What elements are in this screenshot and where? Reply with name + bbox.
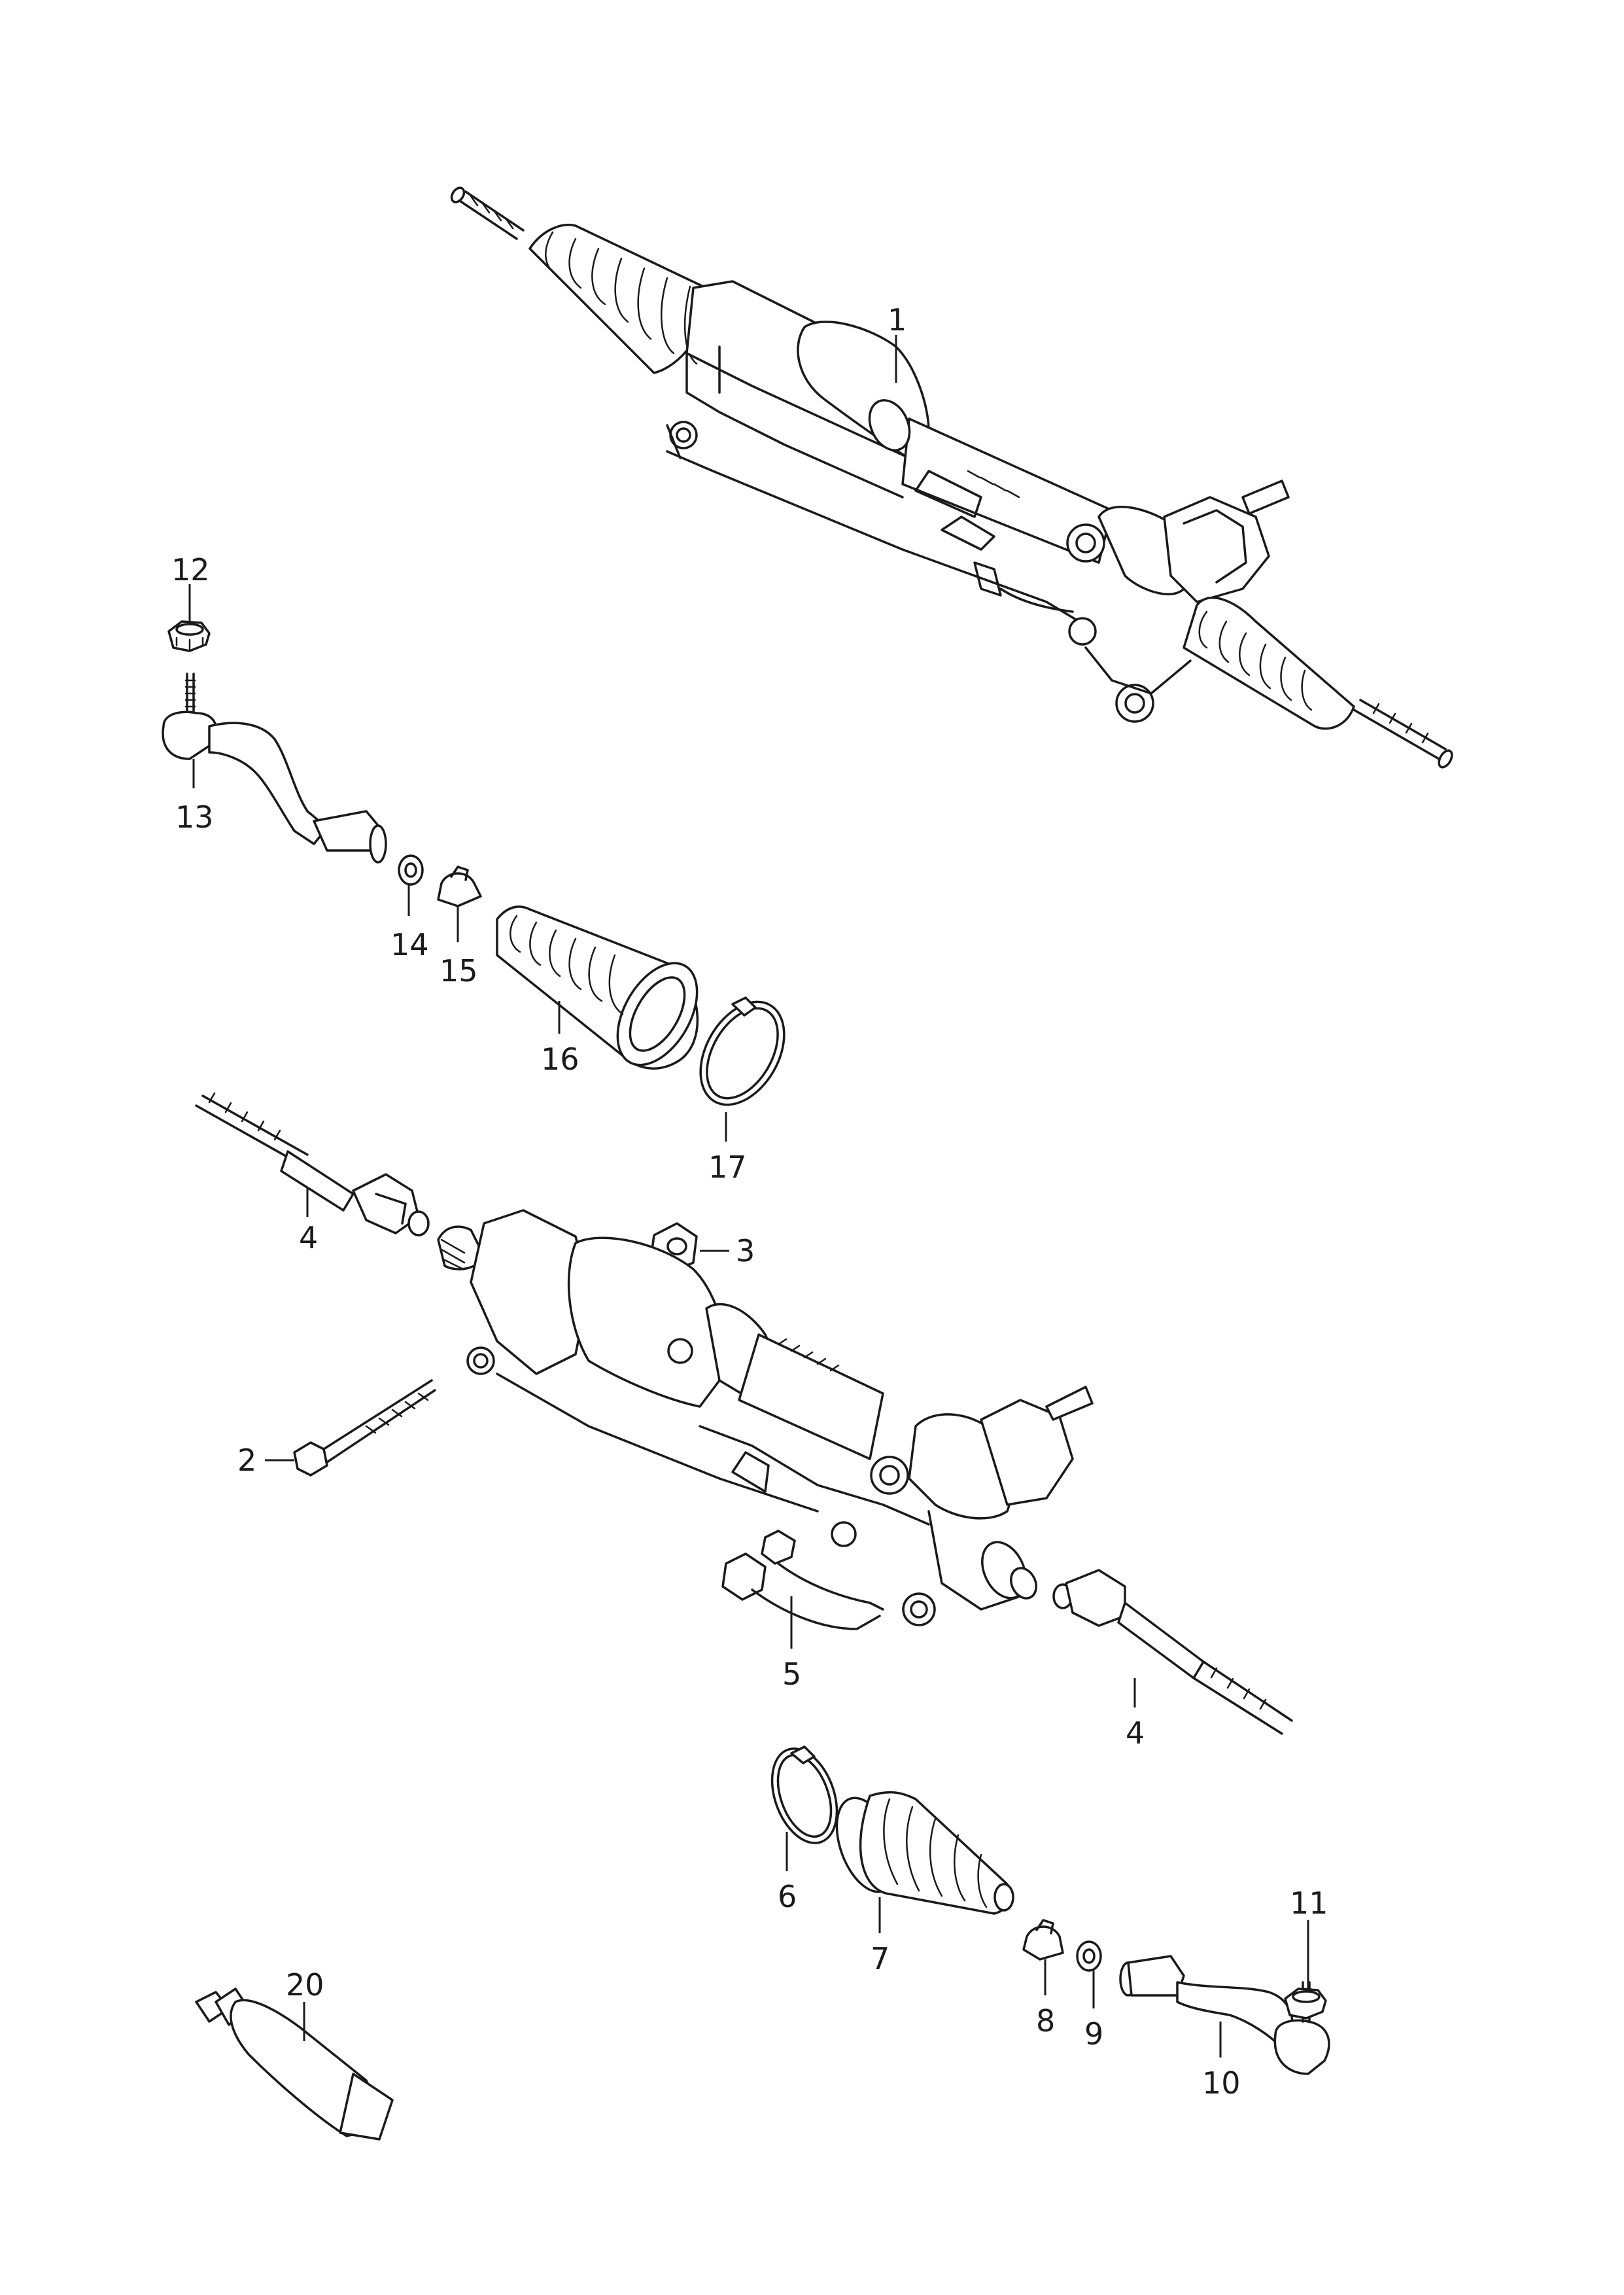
callout-3: 3	[736, 1233, 755, 1269]
rack-housing	[666, 280, 1080, 623]
callout-17: 17	[708, 1149, 747, 1185]
steering-rack-assembly-complete	[450, 186, 1453, 769]
nut-9	[1076, 1940, 1102, 1972]
boot-16	[496, 905, 699, 1070]
inner-tie-rod-4-left	[195, 1092, 430, 1236]
clamp-6	[770, 1745, 838, 1844]
callout-labels: 1 12 13 14 15 16 17 4 3 2 5 4 6 7 8 9 10…	[171, 302, 1328, 2101]
callout-13: 13	[175, 799, 214, 835]
callout-16: 16	[541, 1042, 579, 1077]
rack-left-bellows	[528, 224, 714, 374]
leader-lines	[188, 335, 1309, 2058]
callout-14: 14	[390, 927, 429, 962]
grease-tube-20	[195, 1988, 394, 2141]
tie-rod-end-13	[162, 673, 387, 864]
callout-12: 12	[171, 552, 210, 587]
callout-5: 5	[782, 1656, 801, 1692]
callout-6: 6	[778, 1879, 797, 1914]
rack-right-bellows	[1183, 597, 1355, 730]
rack-tube	[868, 399, 1113, 613]
nut-14	[398, 854, 424, 886]
callout-2: 2	[237, 1443, 256, 1478]
nut-12	[167, 620, 211, 652]
callout-10: 10	[1202, 2065, 1241, 2101]
wiring-5	[721, 1530, 884, 1630]
callout-4-left: 4	[299, 1220, 318, 1255]
clamp-17	[699, 996, 786, 1106]
inner-tie-rod-4-right	[1052, 1569, 1293, 1735]
rack-pinion-housing	[1066, 480, 1290, 723]
callout-20: 20	[286, 1967, 324, 2003]
callout-15: 15	[440, 953, 478, 989]
boot-7	[835, 1791, 1014, 1915]
steering-rack-lower	[437, 1209, 1094, 1626]
clamp-15	[437, 866, 482, 907]
nut-11	[1284, 1988, 1327, 2020]
callout-4-right: 4	[1126, 1715, 1145, 1751]
clamp-8	[1022, 1919, 1064, 1961]
rack-left-thread	[450, 186, 525, 240]
tie-rod-end-10	[1119, 1955, 1330, 2075]
callout-9: 9	[1084, 2016, 1103, 2052]
callout-7: 7	[871, 1941, 890, 1976]
callout-11: 11	[1290, 1885, 1328, 1921]
callout-1: 1	[888, 302, 907, 338]
callout-8: 8	[1036, 2003, 1055, 2039]
bolt-2	[293, 1379, 436, 1477]
rack-right-thread	[1353, 699, 1453, 769]
